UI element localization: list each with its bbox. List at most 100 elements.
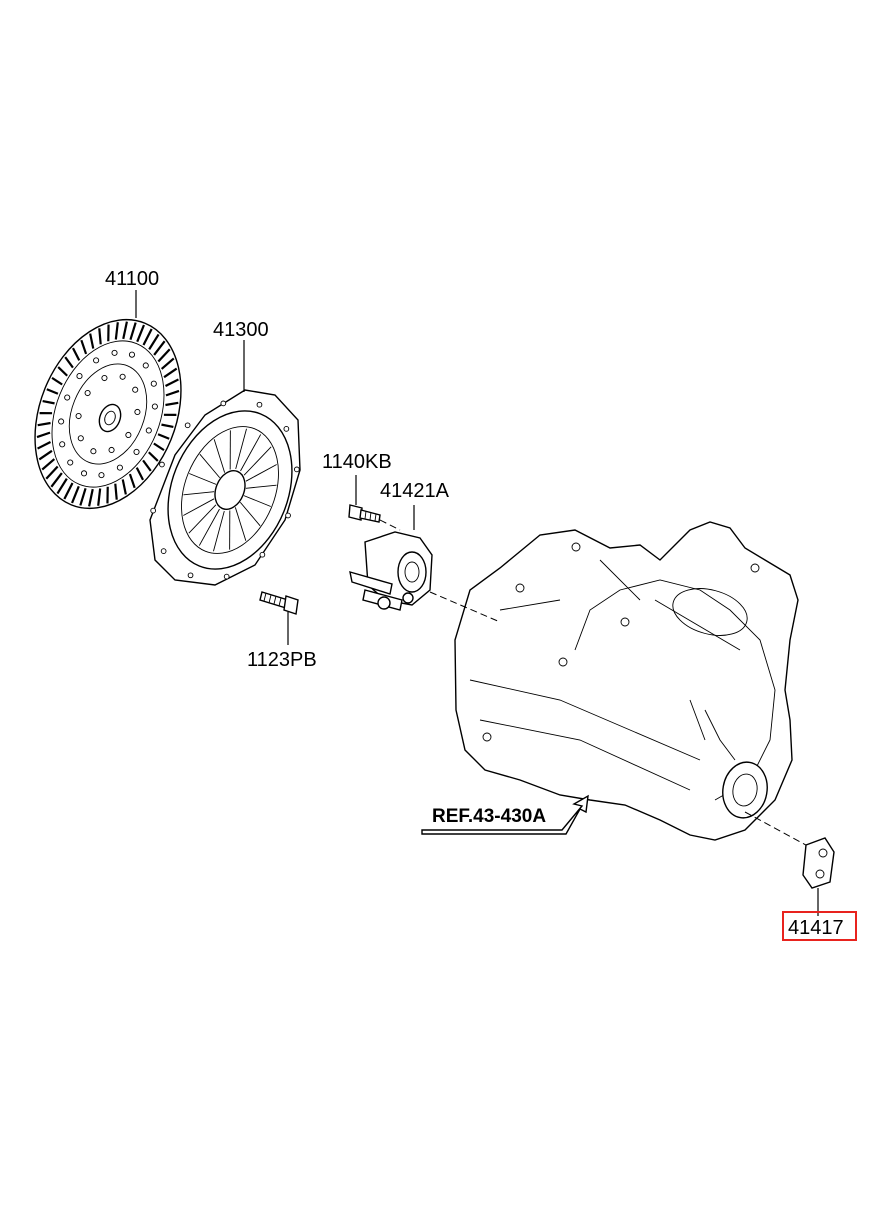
friction-segment (160, 357, 175, 370)
friction-segment (41, 458, 56, 471)
reference-arrow (421, 794, 589, 835)
diaphragm-finger (235, 428, 247, 470)
diaphragm-finger (239, 501, 261, 527)
mounting-hole (159, 461, 165, 468)
friction-segment (97, 488, 102, 506)
mounting-hole (259, 551, 266, 558)
friction-segment (165, 378, 179, 388)
diaphragm-finger (245, 484, 277, 489)
friction-segment (148, 451, 159, 462)
friction-segment (37, 421, 51, 427)
rivet-hole (108, 446, 115, 454)
friction-segment (38, 449, 53, 461)
diaphragm-finger (234, 507, 247, 541)
friction-segment (71, 485, 80, 504)
rivet-hole (145, 427, 152, 434)
friction-segment (142, 328, 153, 346)
friction-segment (89, 333, 95, 349)
plug-41417[interactable] (802, 837, 835, 916)
diaphragm-finger (243, 446, 272, 476)
rivet-hole (76, 373, 83, 380)
mounting-hole (184, 422, 191, 429)
rivet-hole (64, 394, 71, 401)
friction-segment (46, 388, 59, 395)
friction-segment (45, 465, 59, 480)
clutch-disc-41100[interactable] (8, 298, 208, 531)
mounting-hole (256, 401, 263, 408)
rivet-hole (80, 470, 88, 477)
friction-segment (51, 376, 63, 386)
label-41421a[interactable]: 41421A (380, 480, 450, 502)
diaphragm-finger (213, 510, 225, 552)
rivet-hole (90, 448, 97, 455)
label-41100[interactable]: 41100 (105, 268, 159, 290)
bolt-1140kb[interactable] (348, 475, 401, 531)
rivet-hole (111, 349, 118, 356)
friction-segment (36, 431, 51, 439)
label-ref-43-430a[interactable]: REF.43-430A (432, 806, 546, 827)
rivet-hole (98, 472, 105, 479)
friction-segment (63, 482, 74, 500)
rivet-hole (128, 351, 136, 358)
mounting-hole (293, 466, 300, 473)
friction-segment (135, 467, 144, 481)
friction-segment (42, 400, 55, 405)
friction-segment (142, 459, 152, 472)
friction-segment (50, 472, 63, 488)
diaphragm-finger (198, 508, 220, 546)
rivet-hole (119, 373, 126, 380)
diaphragm-finger (199, 453, 221, 479)
diaphragm-finger (245, 464, 277, 482)
friction-segment (37, 440, 51, 450)
rivet-hole (101, 374, 108, 382)
rivet-hole (151, 403, 158, 410)
mounting-hole (220, 400, 227, 407)
label-41417[interactable]: 41417 (788, 917, 844, 939)
rivet-hole (84, 389, 91, 397)
rivet-hole (150, 380, 157, 387)
clutch-cover-41300[interactable] (146, 389, 315, 588)
bolt-1123pb[interactable] (259, 591, 299, 645)
friction-segment (121, 479, 127, 495)
friction-segment (161, 423, 174, 428)
transmission-housing (454, 521, 799, 841)
friction-segment (129, 322, 137, 340)
rivet-hole (133, 448, 140, 455)
friction-segment (56, 478, 68, 495)
friction-segment (88, 488, 94, 507)
rivet-hole (116, 464, 123, 471)
label-41300[interactable]: 41300 (213, 319, 269, 341)
mounting-hole (223, 573, 230, 580)
friction-segment (165, 389, 180, 397)
friction-segment (128, 473, 136, 489)
alignment-line-cylinder (429, 591, 501, 623)
rivet-hole (134, 408, 141, 416)
friction-segment (153, 442, 165, 452)
rivet-hole (132, 386, 139, 393)
diaphragm-finger (183, 491, 215, 496)
friction-segment (72, 347, 81, 361)
friction-segment (157, 348, 171, 363)
diaphragm-finger (240, 434, 262, 472)
rivet-hole (67, 459, 74, 466)
friction-segment (80, 339, 88, 355)
mounting-hole (285, 512, 291, 519)
release-cylinder-41421a[interactable] (349, 505, 433, 611)
friction-segment (64, 356, 74, 369)
alignment-line-plug (744, 811, 816, 851)
label-1123pb[interactable]: 1123PB (247, 649, 317, 671)
mounting-hole (283, 426, 290, 432)
rivet-hole (142, 362, 149, 369)
friction-segment (136, 324, 145, 343)
friction-segment (153, 340, 166, 356)
friction-segment (114, 483, 118, 500)
label-1140kb[interactable]: 1140KB (322, 451, 392, 473)
diaphragm-finger (243, 495, 271, 507)
friction-segment (114, 322, 119, 340)
friction-segment (157, 433, 170, 440)
friction-segment (79, 488, 87, 506)
diaphragm-finger (189, 473, 217, 485)
rivet-hole (125, 431, 132, 439)
mounting-hole (160, 548, 167, 554)
